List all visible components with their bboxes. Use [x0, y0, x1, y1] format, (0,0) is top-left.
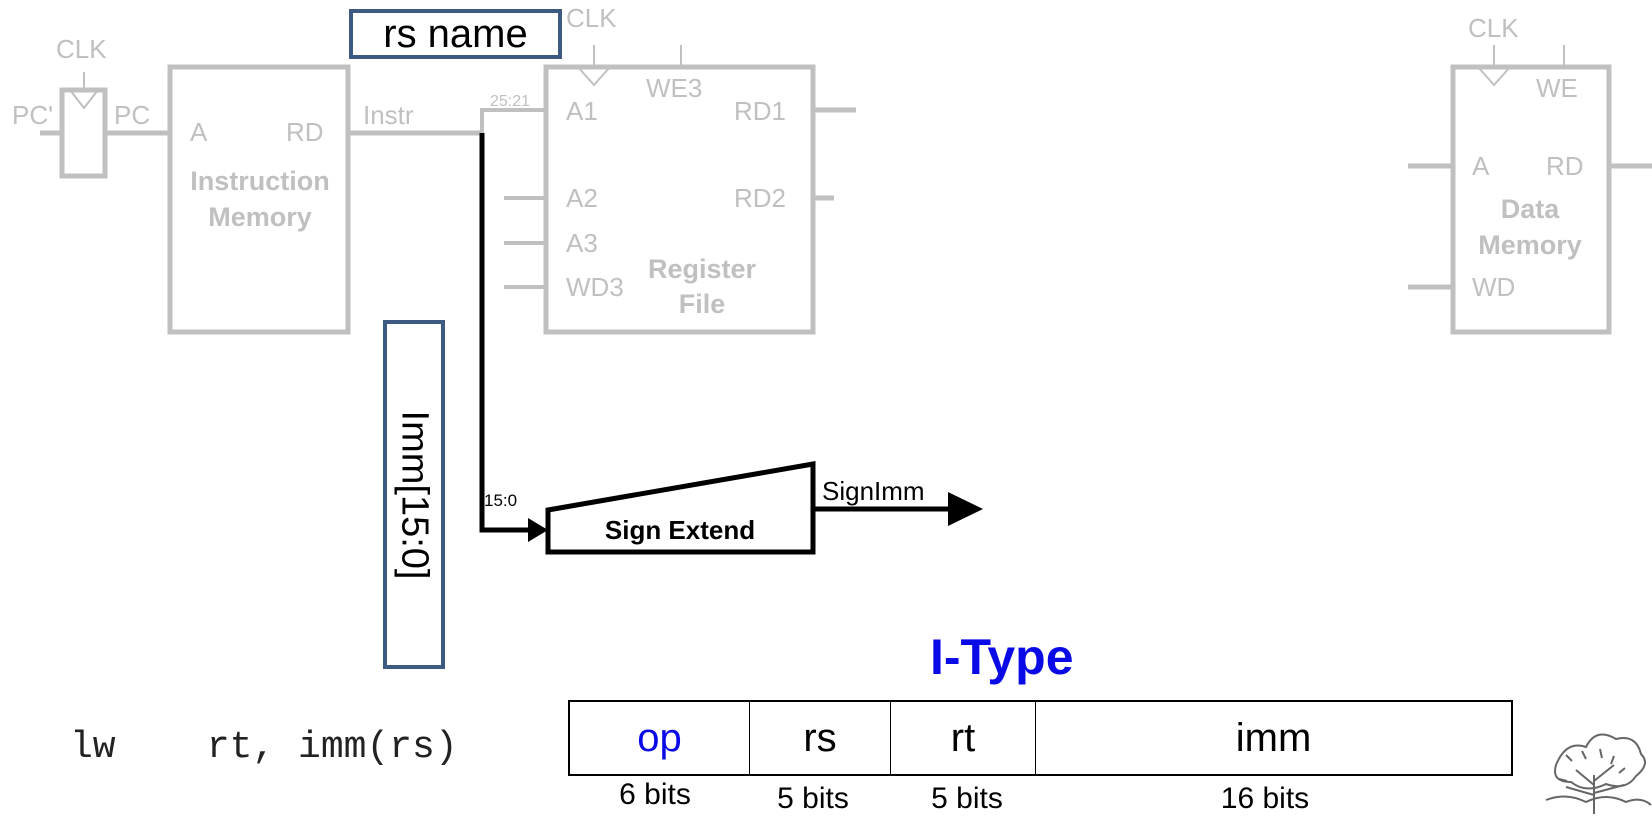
- imm-callout-text: Imm[15:0]: [393, 410, 436, 579]
- dmem-we-label: WE: [1536, 73, 1578, 103]
- imm-wire-arrow: [528, 518, 548, 542]
- regfile-a3-label: A3: [566, 228, 598, 258]
- sign-extend-unit: [545, 461, 816, 555]
- regfile-we3-label: WE3: [646, 73, 702, 103]
- rs-name-callout: rs name: [349, 9, 562, 59]
- dmem-port-a: A: [1472, 151, 1490, 181]
- imem-title-2: Memory: [208, 202, 312, 232]
- imem-port-rd: RD: [286, 117, 324, 147]
- field-rt: rt: [891, 702, 1036, 774]
- signimm-label: SignImm: [822, 476, 925, 506]
- field-op: op: [570, 702, 750, 774]
- field-imm-name: imm: [1235, 715, 1312, 760]
- pc-register: [40, 72, 170, 179]
- imem-port-a: A: [190, 117, 208, 147]
- regfile-a1-label: A1: [566, 96, 598, 126]
- rs-name-text: rs name: [383, 12, 528, 56]
- imm-wire: [479, 133, 530, 533]
- dmem-title-1: Data: [1501, 194, 1561, 224]
- field-rs: rs: [750, 702, 891, 774]
- imm-callout: Imm[15:0]: [383, 320, 445, 669]
- regfile-wd3-label: WD3: [566, 272, 624, 302]
- instruction-memory-box: [167, 64, 351, 335]
- dmem-wd-label: WD: [1472, 272, 1515, 302]
- instruction-syntax: lw rt, imm(rs): [70, 726, 458, 769]
- sign-extend-label: Sign Extend: [605, 515, 755, 545]
- regfile-title-2: File: [679, 289, 726, 319]
- publisher-logo-icon: [1545, 733, 1652, 814]
- itype-field-table: op rs rt imm: [568, 700, 1513, 776]
- regfile-rd2-label: RD2: [734, 183, 786, 213]
- imem-title-1: Instruction: [190, 166, 330, 196]
- regfile-a2-label: A2: [566, 183, 598, 213]
- rs-wire: [480, 108, 546, 133]
- pc-output-label: PC: [114, 100, 150, 130]
- field-rt-bits: 5 bits: [931, 782, 1003, 815]
- regfile-rd1-label: RD1: [734, 96, 786, 126]
- dmem-title-2: Memory: [1478, 230, 1582, 260]
- data-memory-box: [1450, 64, 1612, 335]
- dmem-clk-label: CLK: [1468, 13, 1519, 43]
- signimm-arrow: [948, 492, 983, 526]
- field-rs-bits: 5 bits: [777, 782, 849, 815]
- pc-input-label: PC': [12, 100, 53, 130]
- regfile-clk-label: CLK: [566, 3, 617, 33]
- field-rt-name: rt: [950, 715, 976, 760]
- field-op-name: op: [637, 715, 682, 760]
- itype-title: I-Type: [930, 629, 1074, 685]
- instr-signal-label: Instr: [363, 100, 414, 130]
- rs-bits-label: 25:21: [490, 93, 530, 110]
- field-imm-bits: 16 bits: [1220, 782, 1310, 815]
- pc-clk-label: CLK: [56, 34, 107, 64]
- field-op-bits: 6 bits: [619, 778, 691, 811]
- imm-bits-label: 15:0: [484, 491, 517, 510]
- field-imm: imm: [1036, 702, 1511, 774]
- field-rs-name: rs: [803, 715, 837, 760]
- regfile-title-1: Register: [648, 254, 757, 284]
- dmem-port-rd: RD: [1546, 151, 1584, 181]
